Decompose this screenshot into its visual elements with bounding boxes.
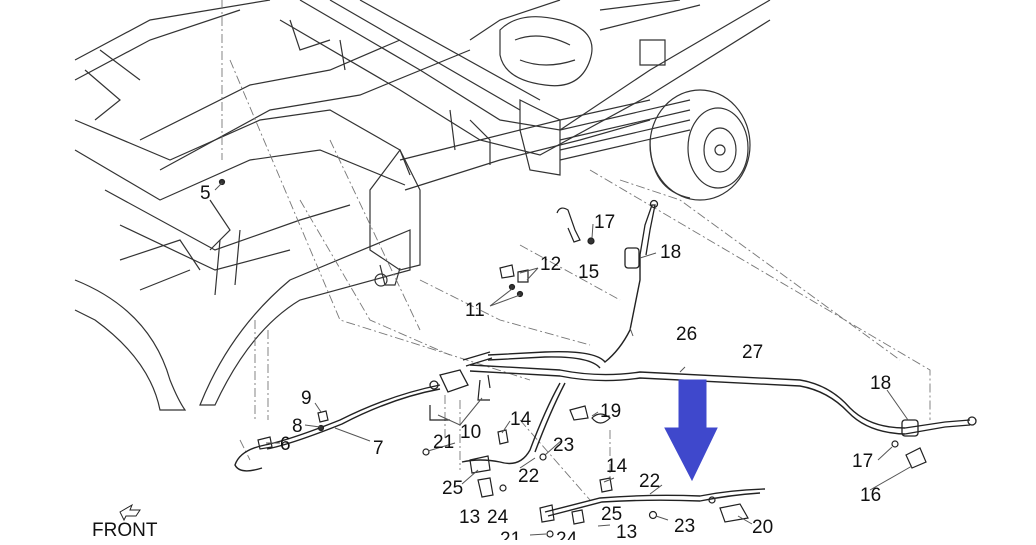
direction-arrow: [664, 379, 718, 482]
clips-and-brackets: [218, 178, 927, 538]
callout-6: 6: [280, 434, 291, 455]
callout-21-upper: 21: [433, 432, 454, 453]
callout-14-upper: 14: [510, 409, 532, 430]
callout-23-lower: 23: [674, 516, 695, 537]
callout-24-right: 24: [556, 529, 578, 540]
callout-9: 9: [301, 388, 312, 409]
callout-22-upper: 22: [518, 466, 539, 487]
callout-10: 10: [460, 422, 481, 443]
rear-brake-drum: [649, 89, 751, 201]
front-label: FRONT: [92, 520, 158, 540]
callout-27: 27: [742, 342, 763, 363]
callout-23-upper: 23: [553, 435, 574, 456]
callout-22-lower: 22: [639, 471, 660, 492]
callout-19: 19: [600, 401, 621, 422]
vehicle-frame: [74, 0, 771, 411]
callout-8: 8: [292, 416, 303, 437]
cable-end-fitting-right: [901, 416, 977, 437]
callout-24-left: 24: [487, 507, 509, 528]
callout-13-left: 13: [459, 507, 480, 528]
front-arrow-icon: [119, 503, 141, 522]
callout-12: 12: [540, 254, 561, 275]
callout-7: 7: [373, 438, 384, 459]
cable-assemblies: [234, 255, 906, 517]
cable-equalizer: [429, 351, 493, 393]
callout-5: 5: [200, 183, 211, 204]
callout-11: 11: [465, 300, 485, 321]
cable-end-fitting-upper: [624, 199, 659, 269]
callout-15: 15: [578, 262, 599, 283]
callout-17-upper: 17: [594, 212, 615, 233]
front-indicator: FRONT: [92, 503, 158, 541]
callout-18-right: 18: [870, 373, 891, 394]
callout-26: 26: [676, 324, 697, 345]
callout-25-right: 25: [601, 504, 622, 525]
callout-21-lower: 21: [500, 529, 521, 540]
callout-17-lower: 17: [852, 451, 873, 472]
callout-16: 16: [860, 485, 881, 506]
callout-25-left: 25: [442, 478, 463, 499]
callout-14-lower: 14: [606, 456, 628, 477]
callout-20: 20: [752, 517, 773, 538]
alignment-lines: [221, 0, 931, 501]
callout-leader-lines: [214, 182, 913, 536]
callout-numbers: 5 6 7 8 9 10 11 12 13 13 14 14 15 16 17 …: [200, 183, 891, 545]
callout-13-right: 13: [616, 522, 637, 540]
callout-18-upper: 18: [660, 242, 681, 263]
